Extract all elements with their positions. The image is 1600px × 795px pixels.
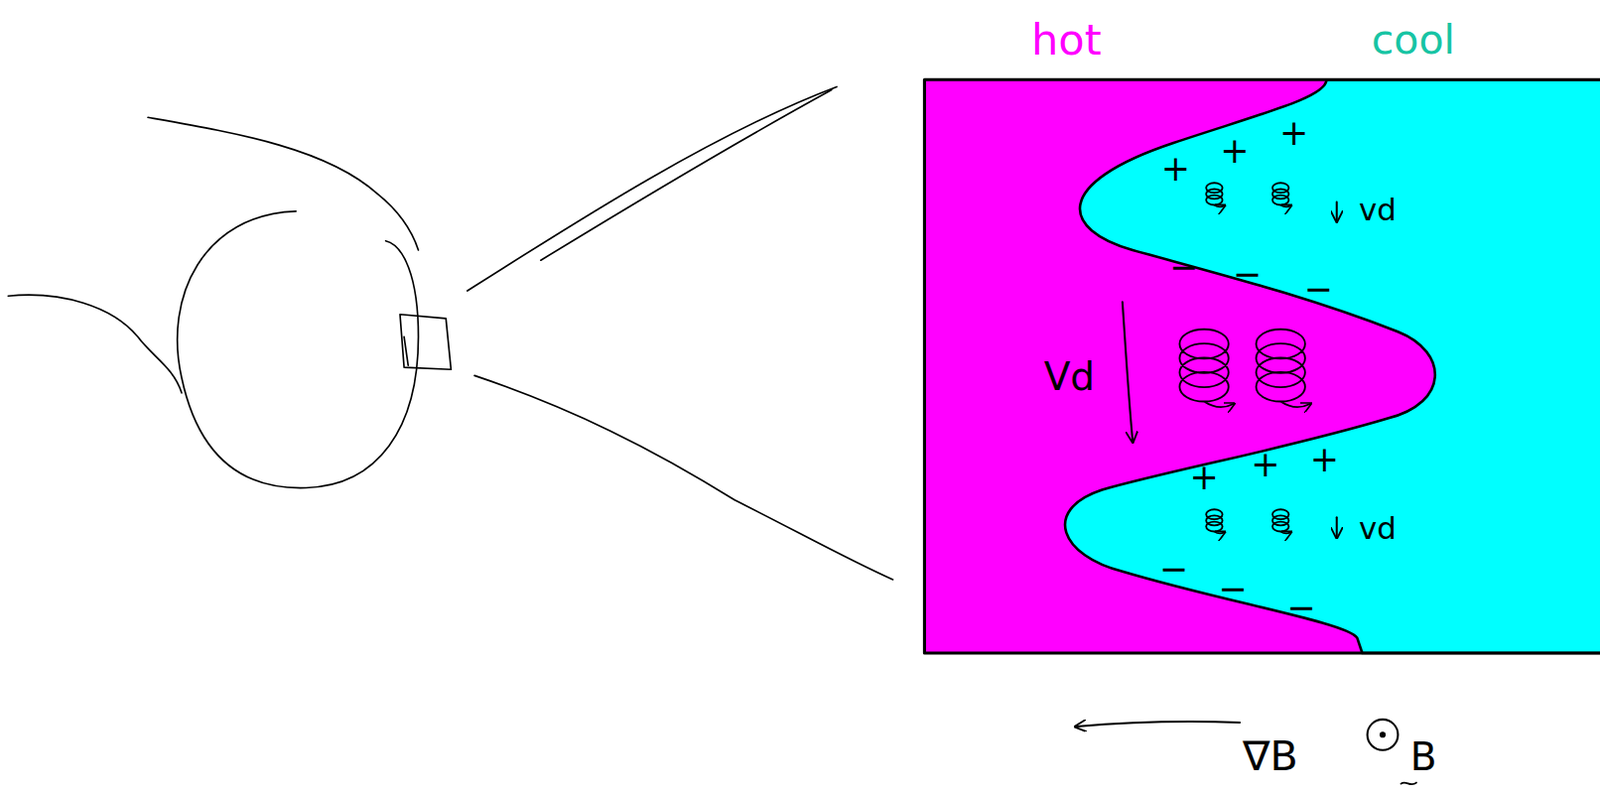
charge-sign: −	[1304, 270, 1334, 306]
charge-sign: +	[1161, 150, 1191, 186]
gyration-orbit	[1272, 509, 1291, 534]
charge-sign: −	[1159, 550, 1189, 586]
drift-label: vd	[1358, 512, 1397, 543]
charge-sign: −	[1286, 589, 1316, 625]
charge-sign: +	[1310, 441, 1339, 477]
gyration-orbit	[1256, 329, 1311, 407]
gradient-label: ∇B	[1242, 736, 1299, 778]
gyration-orbit	[1179, 329, 1233, 407]
drift-label: Vd	[1044, 358, 1096, 398]
gyration-orbit	[1205, 509, 1224, 534]
charge-sign: +	[1219, 133, 1249, 169]
field-label: B	[1410, 737, 1438, 777]
charge-sign: +	[1279, 115, 1309, 150]
drift-label: vd	[1358, 193, 1397, 225]
charge-sign: −	[1232, 256, 1262, 291]
region-label: cool	[1371, 20, 1456, 62]
charge-sign: +	[1250, 446, 1280, 482]
gyration-orbit	[1272, 182, 1291, 207]
charge-sign: +	[1189, 460, 1218, 496]
gyration-orbit	[1205, 182, 1224, 207]
charge-sign: −	[1217, 571, 1247, 607]
region-label: hot	[1031, 19, 1102, 63]
charge-sign: −	[1169, 250, 1199, 285]
eye-sketch	[7, 86, 893, 580]
